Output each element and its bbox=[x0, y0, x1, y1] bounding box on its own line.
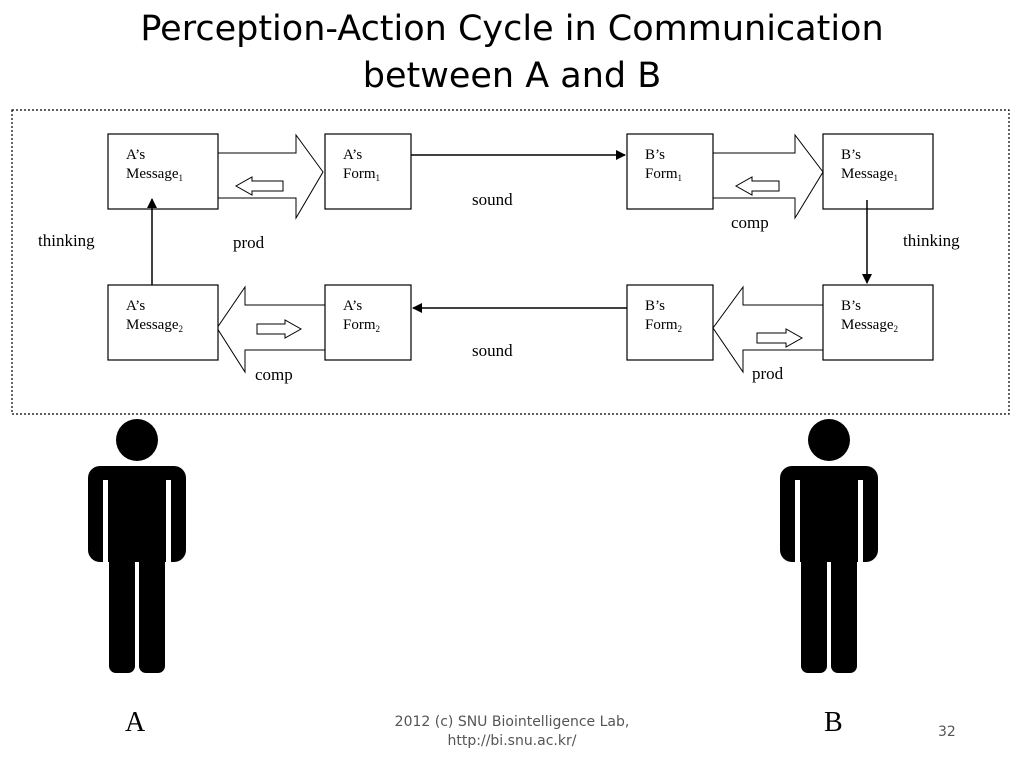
box-a-message-1: A’s Message1 bbox=[107, 133, 219, 210]
footer-line-1: 2012 (c) SNU Biointelligence Lab, bbox=[394, 714, 630, 730]
comp-label-a: comp bbox=[255, 365, 293, 384]
comp-label-b: comp bbox=[731, 213, 769, 232]
box-owner-label: A’s bbox=[126, 298, 145, 314]
prod-label-a: prod bbox=[233, 233, 265, 252]
person-b-icon bbox=[780, 419, 878, 673]
footer-credit: 2012 (c) SNU Biointelligence Lab, http:/… bbox=[362, 713, 662, 751]
box-a-form-1: A’s Form1 bbox=[324, 133, 412, 210]
dotted-frame bbox=[11, 109, 1010, 415]
slide-title: Perception-Action Cycle in Communication… bbox=[0, 6, 1024, 100]
box-name-label: Message1 bbox=[126, 166, 183, 183]
box-a-message-2: A’s Message2 bbox=[107, 284, 219, 361]
box-b-message-2: B’s Message2 bbox=[822, 284, 934, 361]
box-name-label: Message2 bbox=[841, 317, 898, 334]
small-arrow-left-icon bbox=[234, 176, 284, 196]
box-owner-label: B’s bbox=[841, 298, 861, 314]
box-owner-label: A’s bbox=[343, 147, 362, 163]
box-name-label: Form1 bbox=[645, 166, 682, 183]
person-a-arm-gap-right bbox=[166, 480, 171, 564]
box-b-form-1: B’s Form1 bbox=[626, 133, 714, 210]
box-b-form-2: B’s Form2 bbox=[626, 284, 714, 361]
small-arrow-left-icon bbox=[734, 176, 780, 196]
prod-arrow-a bbox=[217, 133, 324, 220]
person-a-arm-gap-left bbox=[103, 480, 108, 564]
thinking-label-a: thinking bbox=[38, 231, 95, 250]
person-a-icon bbox=[88, 419, 186, 673]
box-b-message-1: B’s Message1 bbox=[822, 133, 934, 210]
box-owner-label: A’s bbox=[126, 147, 145, 163]
person-a-label: A bbox=[125, 707, 146, 738]
prod-arrow-b bbox=[712, 285, 824, 374]
box-name-label: Form1 bbox=[343, 166, 380, 183]
person-b-arm-gap-left bbox=[795, 480, 800, 564]
small-arrow-right-icon bbox=[756, 328, 804, 348]
prod-label-b: prod bbox=[752, 364, 784, 383]
box-name-label: Message2 bbox=[126, 317, 183, 334]
thinking-label-b: thinking bbox=[903, 231, 960, 250]
small-arrow-right-icon bbox=[256, 319, 303, 339]
box-owner-label: B’s bbox=[645, 298, 665, 314]
box-name-label: Form2 bbox=[343, 317, 380, 334]
person-b-label: B bbox=[824, 707, 843, 738]
box-a-form-2: A’s Form2 bbox=[324, 284, 412, 361]
box-owner-label: B’s bbox=[645, 147, 665, 163]
comp-arrow-b bbox=[712, 133, 824, 220]
title-line-2: between A and B bbox=[362, 56, 662, 96]
sound-label-top: sound bbox=[472, 190, 513, 209]
box-owner-label: B’s bbox=[841, 147, 861, 163]
title-line-1: Perception-Action Cycle in Communication bbox=[140, 9, 884, 49]
person-b-arm-gap-right bbox=[858, 480, 863, 564]
footer-line-2: http://bi.snu.ac.kr/ bbox=[447, 733, 577, 749]
sound-label-bottom: sound bbox=[472, 341, 513, 360]
page-number: 32 bbox=[938, 724, 956, 740]
box-name-label: Message1 bbox=[841, 166, 898, 183]
box-name-label: Form2 bbox=[645, 317, 682, 334]
box-owner-label: A’s bbox=[343, 298, 362, 314]
